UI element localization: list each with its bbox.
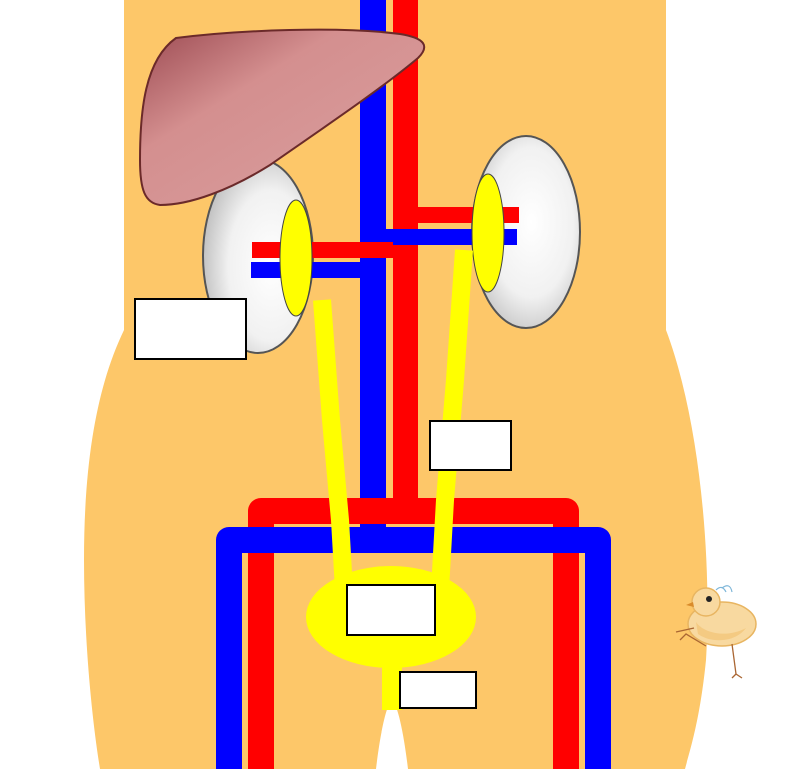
chick-icon bbox=[675, 585, 757, 679]
left-ureter bbox=[313, 299, 353, 591]
left-renal-artery bbox=[252, 242, 393, 258]
liver bbox=[138, 28, 426, 207]
left-renal-vein bbox=[251, 262, 381, 278]
bladder-label-box[interactable] bbox=[346, 584, 436, 636]
urethra bbox=[382, 660, 402, 710]
kidney-label-box[interactable] bbox=[134, 298, 247, 360]
left-renal-pelvis bbox=[279, 199, 313, 317]
aorta bbox=[393, 0, 418, 524]
ureter-label-box[interactable] bbox=[429, 420, 512, 471]
urethra-label-box[interactable] bbox=[399, 671, 477, 709]
right-renal-pelvis bbox=[471, 173, 505, 293]
iliac-arteries bbox=[248, 498, 579, 769]
iliac-veins bbox=[216, 527, 611, 769]
